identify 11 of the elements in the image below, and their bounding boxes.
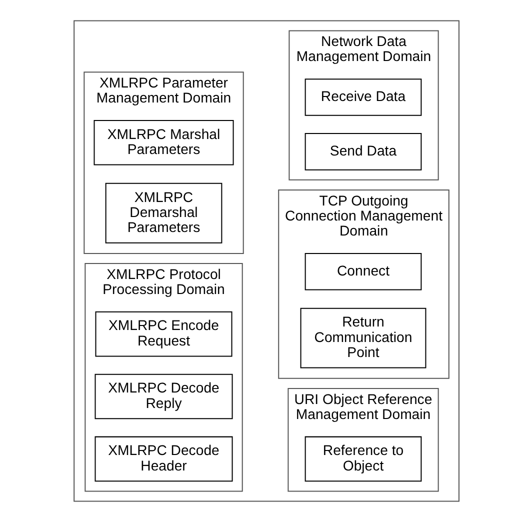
node-box: Send Data xyxy=(304,133,422,170)
node-box: XMLRPC Marshal Parameters xyxy=(93,120,234,166)
node-box: XMLRPC Decode Reply xyxy=(94,374,232,420)
cluster xyxy=(73,20,459,502)
node-box: Reference to Object xyxy=(304,436,422,482)
node-box: XMLRPC Demarshal Parameters xyxy=(104,182,222,244)
node-box: Return Communication Point xyxy=(300,308,426,368)
node-box: XMLRPC Encode Request xyxy=(94,311,232,357)
node-box: Connect xyxy=(304,252,422,290)
node-box: Receive Data xyxy=(304,78,422,116)
node-box: XMLRPC Decode Header xyxy=(94,436,232,482)
